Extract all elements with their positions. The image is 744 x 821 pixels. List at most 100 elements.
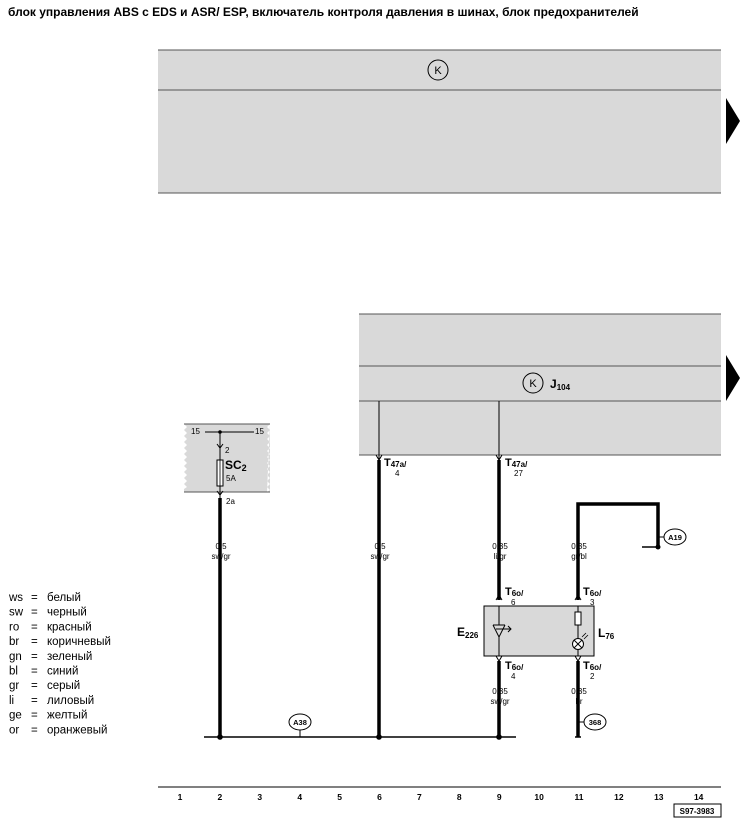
legend-code: ws [8, 592, 23, 604]
diagram-title: блок управления ABS с EDS и ASR/ ESP, вк… [8, 5, 639, 19]
wire-col-9-top-size: 0,35 [492, 542, 508, 551]
svg-text:A38: A38 [293, 718, 307, 727]
top-block-k-symbol: K [427, 59, 449, 81]
legend-code: ge [9, 710, 22, 722]
top-block: K [158, 49, 740, 194]
connector-t6o-2: T6o/ [583, 660, 602, 672]
wire-col-9-top-color: li/gr [494, 552, 507, 561]
ref-368: 368 [583, 713, 607, 731]
fuse-rail-left-label: 15 [191, 427, 200, 436]
legend-eq: = [31, 680, 38, 692]
column-number: 13 [654, 792, 664, 802]
control-unit-k-symbol: K [522, 372, 544, 394]
wire-col-11-bottom-color: br [575, 697, 582, 706]
svg-text:K: K [529, 378, 537, 390]
wire-col-6-size: 0,5 [374, 542, 386, 551]
wire-col-2-color: sw/gr [211, 552, 230, 561]
legend-eq: = [31, 666, 38, 678]
wire-col-11-top-color: gr/bl [571, 552, 587, 561]
switch-module-box [483, 605, 595, 657]
column-number: 14 [694, 792, 704, 802]
legend-code: gn [9, 651, 22, 663]
wire-col-9-bottom-size: 0,35 [492, 687, 508, 696]
legend-meaning: серый [47, 680, 80, 692]
legend-eq: = [31, 651, 38, 663]
wire-col-2-size: 0,5 [215, 542, 227, 551]
column-number: 6 [377, 792, 382, 802]
column-number: 4 [297, 792, 302, 802]
connector-t47a-4: T47a/ [384, 457, 407, 469]
fuse-rail-right-label: 15 [255, 427, 264, 436]
connector-t6o-4-pin: 4 [511, 672, 516, 681]
legend-meaning: оранжевый [47, 724, 107, 736]
continue-arrow-mid [726, 355, 740, 401]
legend-code: or [9, 724, 19, 736]
column-number: 9 [497, 792, 502, 802]
column-number: 8 [457, 792, 462, 802]
svg-text:A19: A19 [668, 533, 682, 542]
figure-id: S97-3983 [680, 807, 715, 816]
legend-code: ro [9, 621, 19, 633]
fuse-pin-top: 2 [225, 446, 230, 455]
figure-id-box [673, 803, 722, 818]
connector-t6o-4: T6o/ [505, 660, 524, 672]
column-number: 5 [337, 792, 342, 802]
wire-col-11-top [576, 502, 660, 600]
legend-meaning: желтый [47, 710, 87, 722]
legend-meaning: коричневый [47, 636, 111, 648]
warning-lamp-icon [572, 632, 589, 650]
legend-meaning: белый [47, 592, 81, 604]
fuse-rating: 5A [226, 474, 236, 483]
legend-code: bl [9, 666, 18, 678]
color-legend: ws = белый sw = черный ro = красный br = коричневый… [8, 592, 111, 736]
connector-t47a-4-pin: 4 [395, 469, 400, 478]
legend-code: br [9, 636, 19, 648]
resistor-icon [574, 611, 582, 626]
wire-col-11-bottom-size: 0,35 [571, 687, 587, 696]
component-l76-label: L76 [598, 626, 615, 641]
column-number: 10 [534, 792, 544, 802]
legend-eq: = [31, 724, 38, 736]
tire-pressure-switch-icon [492, 624, 512, 638]
legend-code: gr [9, 680, 19, 692]
connector-t47a-27: T47a/ [505, 457, 528, 469]
connector-t6o-3-pin: 3 [590, 598, 595, 607]
column-number: 12 [614, 792, 624, 802]
legend-eq: = [31, 607, 38, 619]
control-unit-block: K J104 [359, 313, 740, 456]
column-number: 11 [575, 792, 584, 802]
connector-t6o-2-pin: 2 [590, 672, 595, 681]
legend-meaning: лиловый [47, 695, 94, 707]
ref-a19: A19 [663, 528, 687, 546]
legend-code: sw [9, 607, 24, 619]
column-number: 1 [178, 792, 183, 802]
wire-col-11-top-size: 0,35 [571, 542, 587, 551]
ref-a38: A38 [288, 713, 312, 731]
component-e226-label: E226 [457, 625, 479, 640]
svg-text:368: 368 [589, 718, 602, 727]
connector-t6o-6-pin: 6 [511, 598, 516, 607]
column-number: 2 [218, 792, 223, 802]
fuse-pin-bottom: 2a [226, 497, 235, 506]
legend-meaning: черный [47, 607, 87, 619]
connector-t47a-27-pin: 27 [514, 469, 523, 478]
connector-t6o-3: T6o/ [583, 586, 602, 598]
legend-eq: = [31, 695, 38, 707]
legend-eq: = [31, 621, 38, 633]
connector-t6o-6: T6o/ [505, 586, 524, 598]
legend-meaning: зеленый [47, 651, 92, 663]
legend-code: li [9, 695, 14, 707]
legend-eq: = [31, 710, 38, 722]
fuse-name: SC2 [225, 458, 247, 473]
wire-col-6-color: sw/gr [370, 552, 389, 561]
legend-eq: = [31, 592, 38, 604]
column-number: 7 [417, 792, 422, 802]
svg-text:K: K [434, 65, 442, 77]
fuse-box: 15 15 2 SC2 5A [184, 423, 270, 498]
legend-eq: = [31, 636, 38, 648]
continue-arrow-top [726, 98, 740, 144]
wire-col-9-bottom-color: sw/gr [490, 697, 509, 706]
legend-meaning: красный [47, 621, 92, 633]
